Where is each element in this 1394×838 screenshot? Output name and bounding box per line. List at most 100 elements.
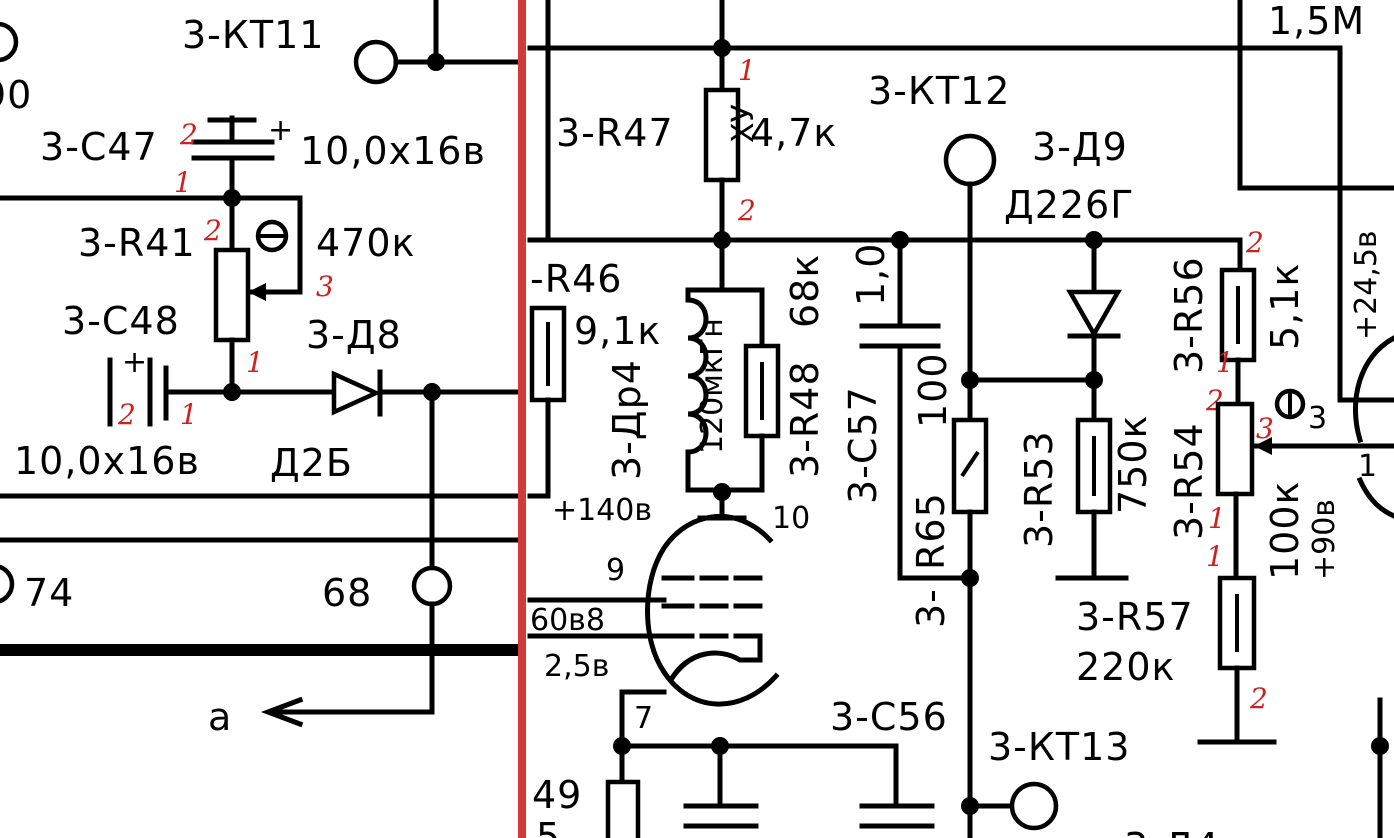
kt12-test-point	[943, 133, 997, 187]
point-49-label: 49	[532, 773, 582, 817]
pin-number: 2	[1249, 682, 1268, 715]
r54-resistor	[1215, 401, 1255, 497]
r48-label: 3-R48	[783, 360, 827, 478]
tube-cathode	[668, 637, 763, 682]
point-1-label: 1	[1358, 449, 1377, 484]
c56-label: 3-С56	[830, 695, 948, 739]
r56-value: 5,1к	[1263, 263, 1307, 350]
r41-value: 470к	[316, 221, 415, 265]
r53-label: 3-R53	[1017, 430, 1061, 548]
junction-dot	[713, 231, 731, 249]
pin-number: 1	[738, 54, 756, 87]
pin-number: 3	[1256, 412, 1274, 445]
c48-plus-sign: +	[122, 345, 147, 380]
dr4-choke-coil	[685, 297, 709, 455]
d9-type: Д226Г	[1004, 183, 1134, 227]
c48-label: 3-С48	[62, 299, 180, 343]
pin-number: 1	[174, 166, 192, 199]
d8-type: Д2Б	[270, 441, 353, 485]
voltage-90v: +90в	[1307, 499, 1342, 580]
resistor-bottom	[605, 779, 641, 838]
r54-label: 3-R54	[1167, 422, 1211, 540]
tube-envelope-left	[645, 514, 774, 676]
r41-wiper-arrow	[248, 283, 266, 301]
d9-label: 3-Д9	[1032, 125, 1128, 169]
r56-label: 3-R56	[1167, 256, 1211, 374]
r57-value: 220к	[1076, 645, 1175, 689]
point-68-label: 68	[322, 571, 372, 615]
pin-number: 2	[203, 214, 222, 247]
junction-dot	[223, 189, 241, 207]
d8-diode	[331, 370, 382, 416]
partial-component-right	[1352, 335, 1394, 444]
pin-number: 2	[117, 398, 136, 431]
right-section: 3-R47 1 ХУ 4,7к 2 3-КТ12 3-Д9 Д226Г 1,5М…	[527, 0, 1394, 838]
c48-value: 10,0х16в	[14, 439, 200, 483]
pin-number: 1	[1206, 540, 1224, 573]
junction-dot	[613, 737, 631, 755]
pin-number: 1	[180, 398, 198, 431]
r54-wiper-arrow	[1254, 437, 1272, 455]
left-section: 90 3-КТ11 3-С47 + 10,0х16в 2 1 3-R41 2 4…	[0, 0, 525, 739]
test-point-68	[411, 565, 453, 607]
tube-pin-7: 7	[634, 701, 653, 736]
pin-number: 2	[737, 194, 756, 227]
pin-number: 1	[1216, 346, 1234, 379]
tube-pin-9: 9	[606, 553, 625, 588]
partial-test-point-90	[0, 21, 19, 63]
partial-point-90-label: 90	[0, 73, 32, 117]
pin-number: 2	[1245, 226, 1264, 259]
c47-plus-sign: +	[268, 113, 293, 148]
junction-dot	[1085, 371, 1103, 389]
voltage-140v: +140в	[552, 493, 652, 528]
r54-value: 100к	[1263, 481, 1307, 580]
output-arrow-a	[260, 696, 304, 728]
r48-value: 68к	[783, 254, 827, 328]
junction-dot	[1371, 737, 1389, 755]
r65-label: R65	[909, 492, 953, 570]
voltage-24-5v: +24,5в	[1349, 230, 1384, 340]
r46-value: 9,1к	[574, 309, 661, 353]
c57-value: 100	[911, 352, 955, 428]
pin-number: 1	[246, 346, 264, 379]
r47-value: 4,7к	[750, 111, 837, 155]
r65-resistor	[951, 417, 989, 515]
kt13-label: 3-КТ13	[988, 725, 1130, 769]
r53-value: 750к	[1111, 415, 1155, 514]
point-74-label: 74	[24, 571, 74, 615]
point-3-label: 3	[1308, 401, 1327, 436]
d8-label: 3-Д8	[306, 313, 402, 357]
tube-envelope-bottom	[660, 668, 780, 707]
partial-d4-label: 3-Д4	[1124, 825, 1220, 838]
junction-dot	[713, 39, 731, 57]
kt11-test-point	[353, 39, 399, 85]
c57-label: 3-С57	[841, 386, 885, 504]
r57-label: 3-R57	[1076, 595, 1194, 639]
junction-dot	[961, 569, 979, 587]
tube-grids	[661, 575, 763, 639]
tube-pin-10: 10	[772, 501, 810, 536]
pin-number: 2	[179, 118, 198, 151]
r46-label: -R46	[530, 257, 622, 301]
kt11-label: 3-КТ11	[182, 13, 324, 57]
r41-resistor	[213, 247, 251, 343]
voltage-60v8: 60в8	[530, 603, 605, 638]
d9-diode	[1066, 289, 1122, 339]
kt12-label: 3-КТ12	[868, 69, 1010, 113]
r47-marking: ХУ	[726, 104, 761, 143]
dr4-value: 120мкГн	[695, 318, 730, 454]
c57-value-top: 1,0	[849, 243, 893, 306]
r65-mark	[960, 450, 980, 478]
pin-number: 1	[1208, 502, 1226, 535]
r-1-5m-value: 1,5М	[1268, 0, 1365, 43]
r41-label: 3-R41	[78, 221, 196, 265]
dr4-label: 3-Др4	[605, 359, 649, 480]
voltage-2-5v: 2,5в	[544, 649, 609, 684]
partial-component-right	[1356, 476, 1394, 519]
arrow-a-label: а	[208, 695, 232, 739]
c47-value: 10,0х16в	[300, 129, 486, 173]
junction-dot	[427, 53, 445, 71]
test-point-74	[0, 564, 15, 604]
kt13-test-point	[1009, 781, 1059, 831]
